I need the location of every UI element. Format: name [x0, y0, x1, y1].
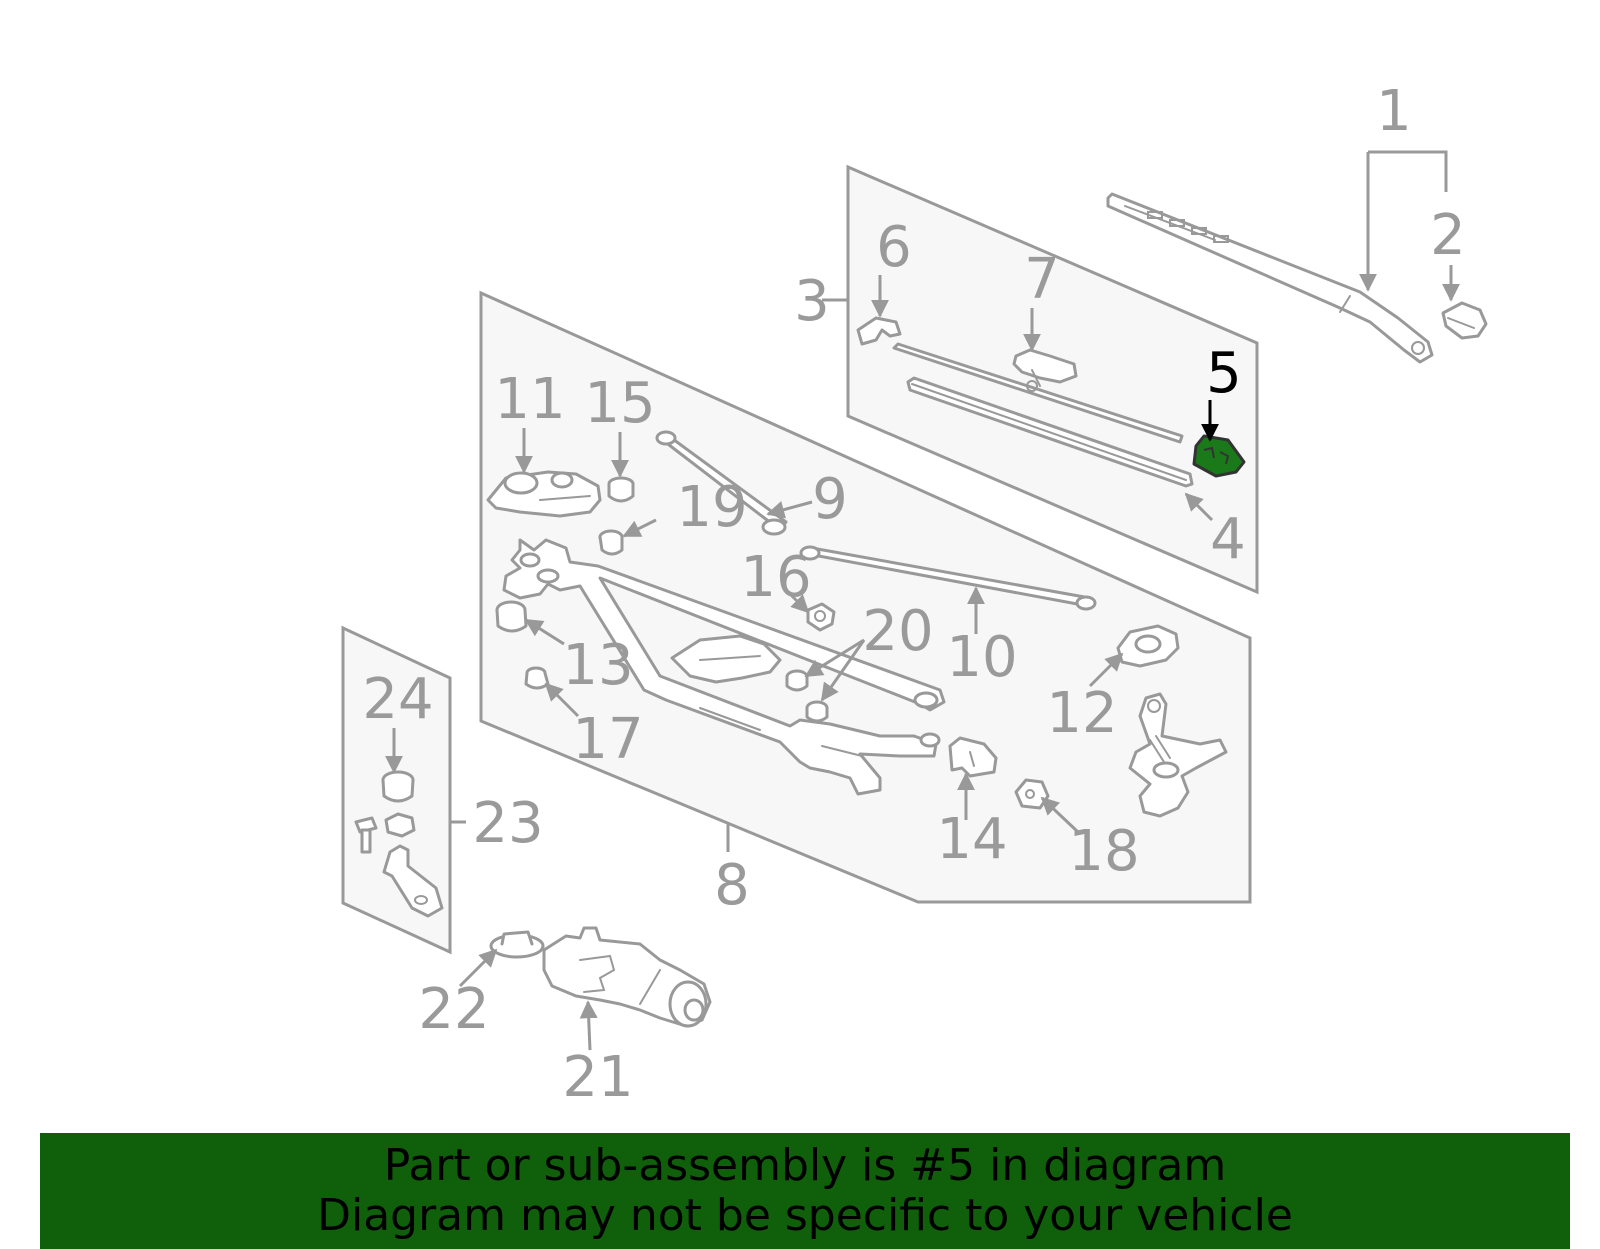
- grommet-19[interactable]: [598, 529, 624, 556]
- parts-diagram: 1 2 3 6 7 5 4 11 15 19 9 16 20 10 13 17 …: [341, 79, 1488, 1110]
- bushing-13[interactable]: [495, 600, 528, 633]
- blade-insert[interactable]: [906, 376, 1194, 488]
- leader-4: [1184, 492, 1214, 522]
- leader-19: [622, 518, 657, 538]
- pivot-kit-bracket[interactable]: [382, 844, 444, 918]
- grommet-15[interactable]: [607, 476, 635, 503]
- callout-9: 9: [812, 467, 848, 532]
- pivot-kit-bolt[interactable]: [354, 816, 378, 854]
- grommet-20[interactable]: [785, 669, 829, 723]
- callout-11: 11: [494, 367, 565, 432]
- banner-line-1: Part or sub-assembly is #5 in diagram: [383, 1140, 1227, 1191]
- callout-2: 2: [1430, 203, 1466, 268]
- callout-14: 14: [936, 807, 1007, 872]
- wiper-motor[interactable]: [542, 926, 712, 1028]
- motor-cover[interactable]: [486, 470, 602, 518]
- banner-line-2: Diagram may not be specific to your vehi…: [317, 1190, 1293, 1241]
- leader-20b: [820, 639, 866, 702]
- grommet-17[interactable]: [524, 666, 550, 690]
- callout-1: 1: [1376, 79, 1412, 144]
- link-rod-short[interactable]: [655, 430, 788, 536]
- leader-22: [458, 948, 498, 988]
- callout-3: 3: [794, 269, 830, 334]
- leader-9: [766, 500, 813, 519]
- callout-6: 6: [876, 215, 912, 280]
- leader-17: [544, 682, 580, 718]
- callout-24: 24: [362, 667, 433, 732]
- motor-gasket[interactable]: [489, 930, 545, 959]
- pivot-assembly[interactable]: [1128, 692, 1228, 818]
- bushing-18[interactable]: [1014, 778, 1050, 810]
- leader-20a: [804, 638, 865, 678]
- callout-23: 23: [472, 791, 543, 856]
- callout-5: 5: [1206, 341, 1242, 406]
- link-rod-long[interactable]: [799, 545, 1097, 611]
- arm-cap[interactable]: [1441, 301, 1488, 340]
- callout-13: 13: [562, 633, 633, 698]
- callout-21: 21: [562, 1045, 633, 1110]
- wiper-blade-frame[interactable]: [892, 342, 1184, 444]
- callout-16: 16: [740, 545, 811, 610]
- pivot-kit-nut[interactable]: [381, 770, 416, 838]
- callout-18: 18: [1068, 819, 1139, 884]
- callout-20: 20: [862, 599, 933, 664]
- callout-4: 4: [1210, 507, 1246, 572]
- callout-12: 12: [1046, 681, 1117, 746]
- callout-10: 10: [946, 625, 1017, 690]
- leader-16: [782, 586, 810, 614]
- info-banner: Part or sub-assembly is #5 in diagram Di…: [40, 1133, 1570, 1249]
- callout-7: 7: [1024, 247, 1060, 312]
- mount-bracket-14[interactable]: [948, 736, 998, 778]
- leader-21: [579, 1000, 598, 1051]
- blade-clip[interactable]: [856, 316, 902, 346]
- bushing-16[interactable]: [806, 602, 836, 632]
- callout-17: 17: [572, 707, 643, 772]
- callout-8: 8: [714, 853, 750, 918]
- linkage-frame[interactable]: [502, 538, 946, 796]
- leader-12: [1088, 652, 1124, 688]
- callout-19: 19: [676, 475, 747, 540]
- callout-15: 15: [584, 371, 655, 436]
- leader-13: [524, 618, 565, 646]
- wiper-arm[interactable]: [1106, 192, 1434, 364]
- pivot-cap[interactable]: [1116, 624, 1180, 668]
- leader-18: [1040, 796, 1080, 834]
- callout-22: 22: [418, 977, 489, 1042]
